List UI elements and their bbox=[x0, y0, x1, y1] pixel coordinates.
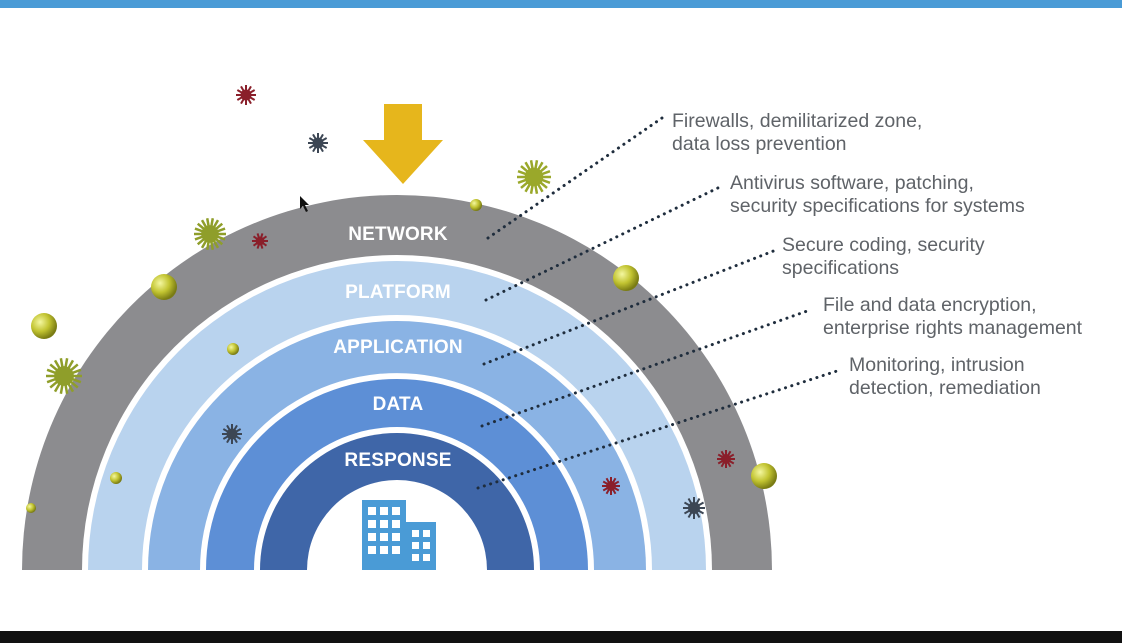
virus-icon bbox=[194, 218, 226, 250]
description-line: File and data encryption, bbox=[823, 294, 1037, 316]
virus-icon bbox=[252, 233, 268, 249]
down-arrow-icon bbox=[363, 104, 443, 184]
virus-icon bbox=[470, 199, 482, 211]
virus-icon bbox=[613, 265, 639, 291]
description-data: File and data encryption, enterprise rig… bbox=[823, 294, 1082, 340]
virus-icon bbox=[222, 424, 242, 444]
description-network: Firewalls, demilitarized zone, data loss… bbox=[672, 110, 922, 156]
virus-icon bbox=[717, 450, 735, 468]
leader-line-network bbox=[486, 116, 664, 240]
layer-label-platform: PLATFORM bbox=[345, 282, 451, 303]
layer-label-data: DATA bbox=[373, 394, 424, 415]
description-response: Monitoring, intrusion detection, remedia… bbox=[849, 354, 1041, 400]
building-icon bbox=[362, 500, 436, 570]
description-line: Monitoring, intrusion bbox=[849, 354, 1025, 376]
description-line: security specifications for systems bbox=[730, 195, 1025, 217]
layer-label-response: RESPONSE bbox=[344, 450, 451, 471]
threat-balls bbox=[26, 199, 777, 513]
threat-viruses bbox=[46, 85, 735, 519]
virus-icon bbox=[751, 463, 777, 489]
description-application: Secure coding, security specifications bbox=[782, 234, 985, 280]
description-line: Secure coding, security bbox=[782, 234, 985, 256]
virus-icon bbox=[683, 497, 705, 519]
virus-icon bbox=[110, 472, 122, 484]
leader-line-platform bbox=[484, 184, 724, 302]
virus-icon bbox=[26, 503, 36, 513]
virus-icon bbox=[31, 313, 57, 339]
virus-icon bbox=[308, 133, 328, 153]
description-line: specifications bbox=[782, 257, 900, 279]
virus-icon bbox=[236, 85, 256, 105]
description-line: detection, remediation bbox=[849, 377, 1041, 399]
top-accent-bar bbox=[0, 0, 1122, 8]
virus-icon bbox=[602, 477, 620, 495]
virus-icon bbox=[517, 160, 551, 194]
description-line: Firewalls, demilitarized zone, bbox=[672, 110, 923, 132]
description-line: Antivirus software, patching, bbox=[730, 172, 974, 194]
virus-icon bbox=[151, 274, 177, 300]
layer-label-network: NETWORK bbox=[348, 224, 448, 245]
virus-icon bbox=[227, 343, 239, 355]
description-platform: Antivirus software, patching, security s… bbox=[730, 172, 1025, 218]
bottom-bar bbox=[0, 631, 1122, 643]
virus-icon bbox=[46, 358, 82, 394]
layer-label-application: APPLICATION bbox=[333, 337, 463, 358]
leader-line-data bbox=[480, 308, 812, 428]
description-line: data loss prevention bbox=[672, 133, 847, 155]
leader-line-response bbox=[476, 368, 842, 490]
cursor-icon bbox=[300, 196, 309, 212]
description-line: enterprise rights management bbox=[823, 317, 1083, 339]
leader-line-application bbox=[482, 248, 778, 366]
